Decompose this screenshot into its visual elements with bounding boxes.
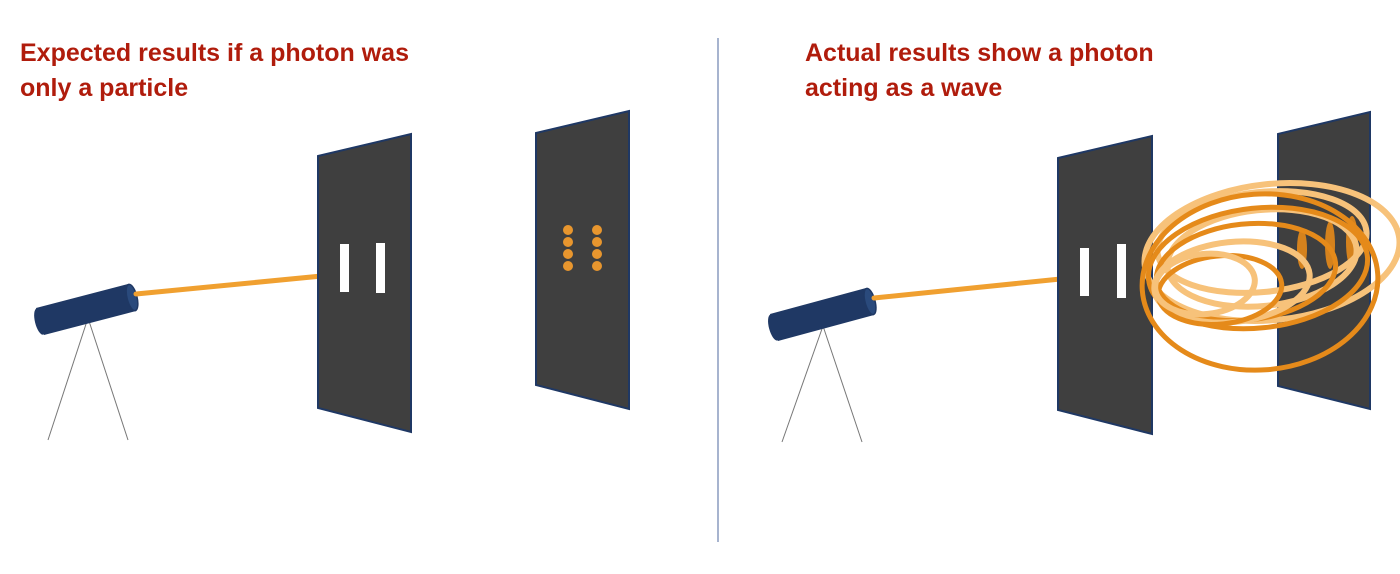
laser-icon (34, 283, 139, 335)
slit-barrier (317, 132, 412, 434)
right-panel (768, 110, 1400, 443)
detector-screen (535, 109, 630, 411)
particle-dots (563, 225, 602, 271)
left-panel-title: Expected results if a photon was only a … (20, 39, 409, 102)
wave-rings (1139, 180, 1400, 373)
laser-icon (768, 287, 877, 341)
left-panel (34, 109, 630, 441)
slit-right (1117, 244, 1126, 298)
slit-left (1080, 248, 1089, 296)
tripod-icon (47, 317, 129, 441)
slit-left (340, 244, 349, 292)
slit-barrier (1057, 134, 1153, 436)
right-panel-title: Actual results show a photon acting as a… (805, 39, 1154, 102)
tripod-icon (781, 325, 863, 443)
slit-right (376, 243, 385, 293)
